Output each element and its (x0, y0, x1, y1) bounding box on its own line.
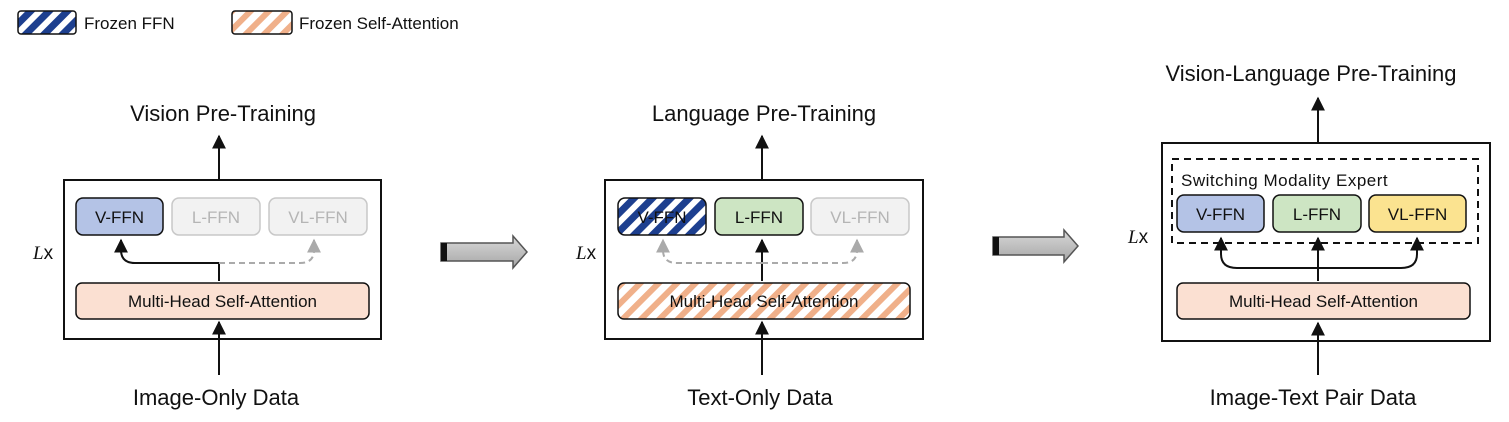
self-attention-label: Multi-Head Self-Attention (1229, 292, 1418, 311)
stage-arrow-2 (992, 228, 1079, 264)
switching-modality-expert-group (1171, 158, 1479, 244)
self-attention-box (1176, 282, 1471, 320)
v-ffn-box (1176, 194, 1265, 233)
v-ffn-label: V-FFN (95, 208, 144, 227)
l-ffn-label: L-FFN (192, 208, 240, 227)
stage-arrow-1 (440, 234, 528, 270)
panel-input-label: Image-Text Pair Data (1210, 385, 1417, 410)
self-attention-label: Multi-Head Self-Attention (670, 292, 859, 311)
v-ffn-label: V-FFN (637, 208, 686, 227)
vl-ffn-label: VL-FFN (288, 208, 348, 227)
v-ffn-label: V-FFN (1196, 205, 1245, 224)
layer-repeat-label: Lx (1127, 227, 1149, 248)
vision-pretraining-panel: Vision Pre-Training Lx V-FFN L-FFN VL-FF… (32, 101, 382, 410)
vl-ffn-box (810, 197, 910, 236)
frozen-ffn-label: Frozen FFN (84, 14, 175, 33)
layer-repeat-label: Lx (575, 243, 597, 264)
self-attention-box (75, 282, 370, 320)
legend: Frozen FFN Frozen Self-Attention (17, 10, 459, 35)
panel-title: Vision Pre-Training (130, 101, 316, 126)
route-arrow-v-ffn (114, 238, 220, 281)
self-attention-box-frozen (617, 282, 911, 320)
v-ffn-box-frozen (617, 197, 707, 236)
l-ffn-label: L-FFN (735, 208, 783, 227)
vl-ffn-label: VL-FFN (1388, 205, 1448, 224)
layer-repeat-label: Lx (32, 243, 54, 264)
l-ffn-label: L-FFN (1293, 205, 1341, 224)
frozen-self-attention-label: Frozen Self-Attention (299, 14, 459, 33)
l-ffn-box (171, 197, 261, 236)
route-arrow-vl-ffn (1318, 236, 1424, 269)
inactive-route-arrow-vl-ffn (762, 238, 864, 264)
inactive-route-arrow-v-ffn (656, 238, 762, 264)
language-pretraining-panel: Language Pre-Training Lx V-FFN L-FFN VL-… (575, 101, 924, 410)
switching-modality-expert-label: Switching Modality Expert (1181, 171, 1388, 190)
panel-title: Vision-Language Pre-Training (1165, 61, 1456, 86)
self-attention-label: Multi-Head Self-Attention (128, 292, 317, 311)
inactive-route-arrow-vl-ffn (219, 238, 321, 264)
panel-input-label: Image-Only Data (133, 385, 300, 410)
frozen-ffn-swatch (17, 10, 77, 35)
l-ffn-box (1272, 194, 1362, 233)
vl-ffn-label: VL-FFN (830, 208, 890, 227)
vision-language-pretraining-panel: Vision-Language Pre-Training Lx Switchin… (1127, 61, 1491, 410)
frozen-self-attention-swatch (231, 10, 293, 35)
route-arrow-v-ffn (1214, 236, 1318, 269)
vl-ffn-box (268, 197, 368, 236)
v-ffn-box (75, 197, 164, 236)
panel-input-label: Text-Only Data (687, 385, 833, 410)
vl-ffn-box (1368, 194, 1467, 233)
l-ffn-box (714, 197, 804, 236)
panel-title: Language Pre-Training (652, 101, 876, 126)
